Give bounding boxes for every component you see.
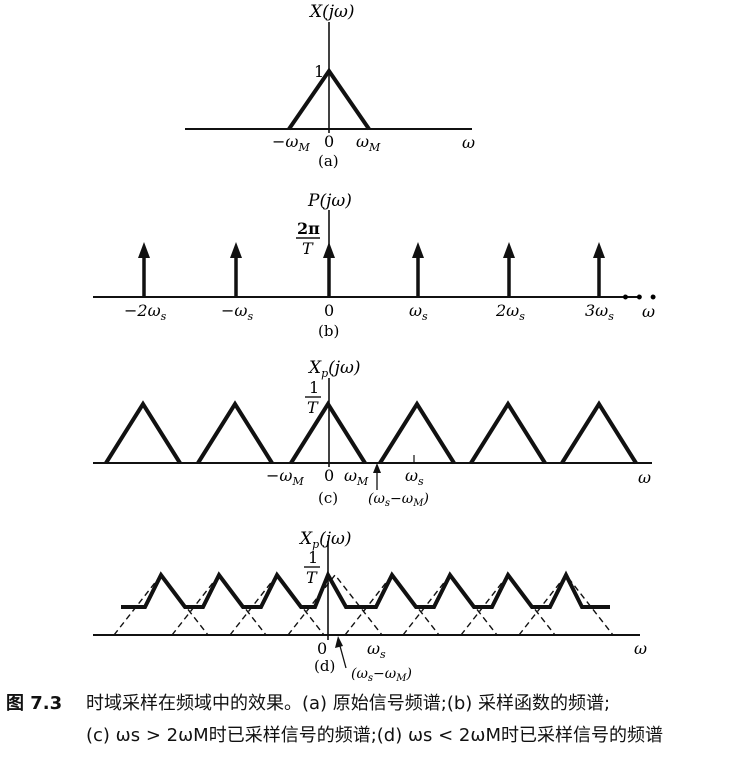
panel-c-overlap-arrow — [373, 463, 381, 490]
panel-a-triangle-spectrum — [287, 67, 371, 131]
panel-b-impulse — [138, 242, 150, 297]
panel-c-height-denominator: T — [307, 398, 319, 417]
panel-c-y-label: Xp(jω) — [307, 358, 361, 380]
panel-b-impulse — [230, 242, 242, 297]
panel-c-height-numerator: 1 — [309, 378, 319, 397]
panel-d-x-label: ω — [634, 639, 647, 658]
panel-a-tick-zero: 0 — [324, 132, 334, 151]
panel-b-ellipsis: • • • — [621, 290, 658, 306]
panel-c-tick-zero: 0 — [324, 466, 334, 485]
panel-c-x-label: ω — [638, 468, 651, 487]
panel-d-overlap-arrow — [335, 636, 347, 669]
caption-line-1: 图 7.3 时域采样在频域中的效果。(a) 原始信号频谱;(b) 采样函数的频谱; — [6, 688, 724, 720]
caption-line-2: (c) ωs > 2ωM时已采样信号的频谱;(d) ωs < 2ωM时已采样信号… — [86, 725, 663, 746]
panel-b-impulse — [323, 242, 335, 297]
panel-c: Xp(jω) 1 T −ωM 0 ωM ωs (ωs−ωM) ω (c) — [93, 358, 652, 509]
panel-d-tick-omega-s: ωs — [367, 639, 386, 661]
panel-b-impulse — [412, 242, 424, 297]
panel-c-replica-spectrum — [196, 400, 274, 465]
panel-c-tick-omega-m: ωM — [344, 466, 369, 488]
panel-b: P(jω) 2π T • • • −2ωs −ωs 0 ωs 2ωs 3ωs ω… — [93, 191, 658, 340]
panel-b-tick-3omega-s: 3ωs — [585, 301, 614, 323]
panel-b-tick-omega-s: ωs — [409, 301, 428, 323]
panel-a: X(jω) 1 −ωM 0 ωM ω (a) — [185, 2, 475, 170]
panel-c-arrow-label: (ωs−ωM) — [368, 491, 429, 509]
panel-d-height-denominator: T — [306, 568, 318, 587]
panel-c-tick-omega-s: ωs — [405, 466, 424, 488]
panel-b-height-denominator: T — [302, 239, 314, 258]
panel-b-tick-neg-2omega-s: −2ωs — [124, 301, 167, 323]
panel-a-tag: (a) — [318, 152, 339, 170]
panel-b-tick-zero: 0 — [324, 301, 334, 320]
panel-d-height-numerator: 1 — [308, 548, 318, 567]
panel-d-arrow-label: (ωs−ωM) — [351, 666, 412, 684]
panel-b-tick-2omega-s: 2ωs — [495, 301, 525, 323]
panel-b-tick-neg-omega-s: −ωs — [221, 301, 253, 323]
panel-d-tag: (d) — [314, 657, 335, 675]
panel-c-replica-spectrum — [289, 400, 367, 465]
panel-a-peak-label: 1 — [314, 62, 324, 81]
panel-a-x-label: ω — [462, 133, 475, 152]
sampling-spectra-figure: X(jω) 1 −ωM 0 ωM ω (a) P(jω) 2π T • • • … — [93, 2, 658, 684]
panel-b-height-numerator: 2π — [297, 219, 320, 238]
panel-c-replica-spectrum — [104, 400, 182, 465]
figure-caption: 图 7.3 时域采样在频域中的效果。(a) 原始信号频谱;(b) 采样函数的频谱;… — [6, 688, 724, 752]
panel-c-replica-spectrum — [469, 400, 547, 465]
panel-b-y-label: P(jω) — [307, 191, 352, 211]
panel-b-impulse — [593, 242, 605, 297]
panel-c-tick-neg-omega-m: −ωM — [266, 466, 304, 488]
panel-b-x-label: ω — [642, 302, 655, 321]
panel-d: Xp(jω) 1 T 0 ωs (ωs−ωM) (d) ω — [93, 529, 647, 684]
panel-d-tick-zero: 0 — [317, 639, 327, 658]
panel-c-tag: (c) — [318, 489, 338, 507]
panel-b-impulse — [503, 242, 515, 297]
panel-a-tick-neg-omega-m: −ωM — [272, 132, 310, 154]
panel-d-dashed-replicas — [113, 573, 614, 636]
panel-c-replica-spectrum — [378, 400, 456, 465]
panel-d-y-label: Xp(jω) — [298, 529, 352, 551]
caption-figure-number: 图 7.3 — [6, 693, 63, 714]
panel-d-aliased-sum-spectrum — [121, 570, 610, 609]
panel-a-tick-omega-m: ωM — [356, 132, 381, 154]
panel-a-y-label: X(jω) — [308, 2, 355, 22]
panel-b-tag: (b) — [318, 322, 339, 340]
caption-line-1-text: 时域采样在频域中的效果。(a) 原始信号频谱;(b) 采样函数的频谱; — [86, 693, 611, 714]
panel-c-replica-spectrum — [560, 400, 638, 465]
